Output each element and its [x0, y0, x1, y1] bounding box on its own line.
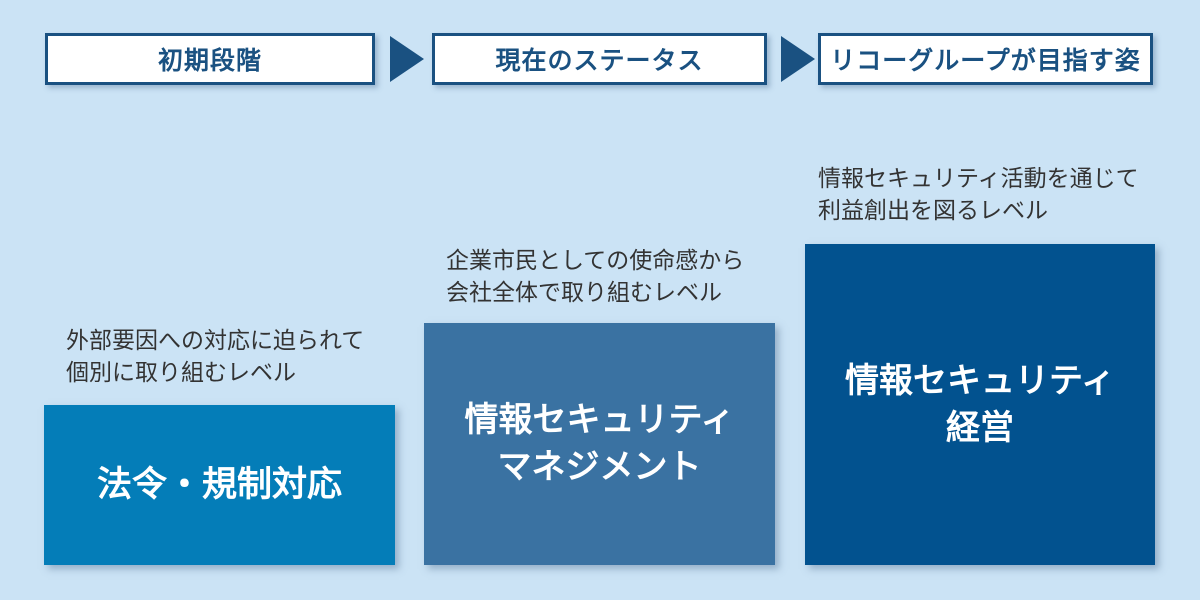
stage-header-current-status-label: 現在のステータス	[495, 47, 704, 75]
stage-header-current-status: 現在のステータス	[432, 33, 767, 85]
arrow-right-icon	[390, 36, 424, 82]
stage2-box-security-management: 情報セキュリティ マネジメント	[424, 323, 775, 565]
stage1-box-legal-regulatory: 法令・規制対応	[44, 405, 395, 565]
stage2-caption-line2: 会社全体で取り組むレベル	[446, 279, 722, 305]
stage3-caption: 情報セキュリティ活動を通じて 利益創出を図るレベル	[818, 162, 1139, 226]
stage-header-initial: 初期段階	[45, 33, 375, 85]
stage3-caption-line1: 情報セキュリティ活動を通じて	[818, 165, 1139, 191]
stage1-caption-line1: 外部要因への対応に迫られて	[66, 327, 365, 353]
stage3-box-security-driven-business: 情報セキュリティ 経営	[805, 244, 1155, 565]
stage2-box-label-line1: 情報セキュリティ	[464, 401, 735, 439]
stage1-caption-line2: 個別に取り組むレベル	[66, 359, 296, 385]
arrow-right-icon	[781, 36, 815, 82]
stage3-caption-line2: 利益創出を図るレベル	[818, 197, 1048, 223]
stage1-caption: 外部要因への対応に迫られて 個別に取り組むレベル	[66, 324, 364, 388]
stage2-caption-line1: 企業市民としての使命感から	[446, 247, 745, 273]
stage2-box-label-line2: マネジメント	[497, 448, 702, 486]
stage3-box-label-line1: 情報セキュリティ	[845, 361, 1115, 400]
stage2-caption: 企業市民としての使命感から 会社全体で取り組むレベル	[446, 244, 744, 308]
stage-header-initial-label: 初期段階	[157, 47, 262, 75]
stage-header-target-vision: リコーグループが目指す姿	[818, 33, 1153, 85]
stage1-box-label: 法令・規制対応	[96, 465, 342, 504]
stage3-box-label-line2: 経営	[946, 408, 1014, 447]
stage-header-target-vision-label: リコーグループが目指す姿	[830, 47, 1141, 75]
